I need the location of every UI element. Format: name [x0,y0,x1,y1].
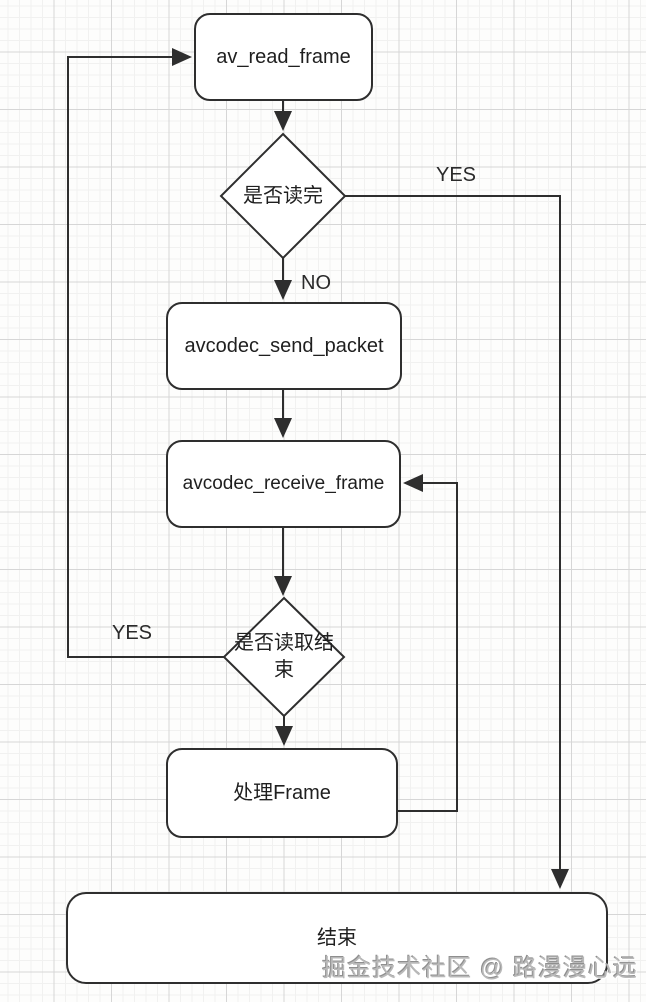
decision-is-read-finished-label: 是否读取结束 [234,632,334,681]
node-process-frame: 处理Frame [166,748,398,838]
node-avcodec-send-packet: avcodec_send_packet [166,302,402,390]
edge-label-yes-right: YES [436,164,477,186]
node-end-label: 结束 [317,927,357,949]
edge-label-yes-left: YES [112,622,153,644]
decision-is-read-done-label: 是否读完 [243,185,323,207]
node-avcodec-receive-frame: avcodec_receive_frame [166,440,401,528]
node-process-frame-label: 处理Frame [233,782,331,804]
node-avcodec-receive-frame-label: avcodec_receive_frame [182,473,385,494]
edge-label-no: NO [301,272,331,294]
watermark: 掘金技术社区 @ 路漫漫心远 [322,955,638,982]
node-end: 结束 [66,892,608,984]
node-av-read-frame-label: av_read_frame [216,46,351,68]
node-av-read-frame: av_read_frame [194,13,373,101]
decision-is-read-done-shape [219,132,347,260]
edge-yes-to-end [345,195,569,889]
node-avcodec-send-packet-label: avcodec_send_packet [184,335,384,357]
decision-is-read-finished-shape [222,596,346,718]
edge-yes-loop-to-av-read-frame [67,48,224,658]
edge-process-frame-loop-to-receive-frame [398,474,458,812]
